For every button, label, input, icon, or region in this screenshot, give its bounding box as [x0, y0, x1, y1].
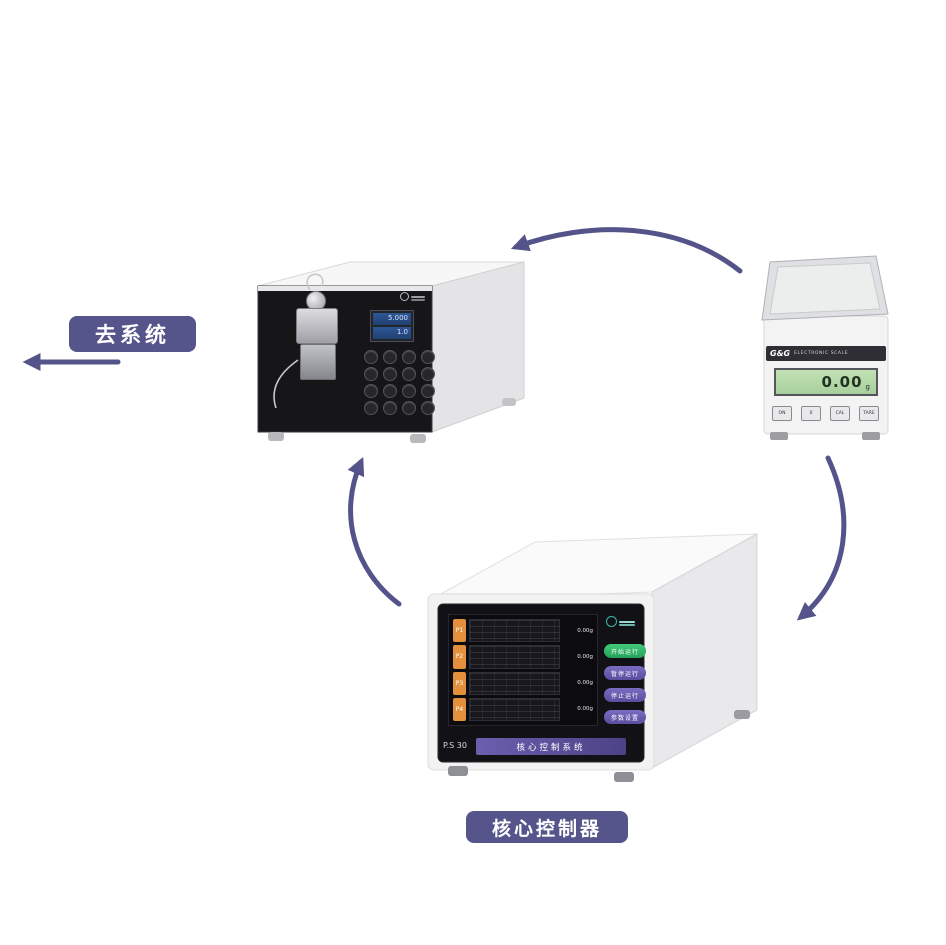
channel-tag: P4: [453, 697, 466, 721]
arrow-scale-to-controller: [796, 455, 847, 621]
scale-power-button: ON: [772, 406, 792, 421]
channel-value: 0.00g: [577, 680, 593, 687]
controller-banner: 核心控制系统: [476, 738, 626, 755]
channel-chart: [469, 671, 560, 695]
syringe-pump-device: 5.000 1.0: [252, 250, 537, 452]
scale-display-unit: g: [865, 383, 870, 391]
channel-value: 0.00g: [577, 627, 593, 634]
channel-chart: [469, 697, 560, 721]
scale-tare-button: TARE: [859, 406, 879, 421]
channel-row: P3 0.00g: [453, 671, 593, 695]
channel-value: 0.00g: [577, 653, 593, 660]
controller-logo-mark-icon: [606, 616, 617, 627]
pump-key: [402, 384, 416, 398]
scale-display-value: 0.00: [821, 373, 863, 391]
electronic-scale-device: G&G ELECTRONIC SCALE 0.00 g ON 0 CAL TAR…: [746, 246, 904, 454]
channel-row: P2 0.00g: [453, 645, 593, 669]
scale-title: ELECTRONIC SCALE: [794, 351, 849, 356]
pump-key: [364, 384, 378, 398]
controller-brand-logo-icon: [606, 616, 635, 627]
pump-head: [296, 308, 338, 344]
pump-key: [383, 367, 397, 381]
pump-key: [421, 384, 435, 398]
controller-settings-button: 参数设置: [604, 710, 646, 724]
channel-tag: P1: [453, 619, 466, 643]
channel-chart: [469, 645, 560, 669]
pump-key: [421, 350, 435, 364]
channel-row: P4 0.00g: [453, 697, 593, 721]
channel-tag: P2: [453, 645, 466, 669]
pump-keypad: [364, 350, 435, 415]
controller-logo-text-mark: [619, 620, 635, 623]
pump-key: [421, 401, 435, 415]
pump-key: [421, 367, 435, 381]
pump-logo-text-mark: [411, 295, 425, 298]
pump-tubing: [306, 273, 324, 291]
controller-stop-button: 停止运行: [604, 688, 646, 702]
arrow-scale-to-pump: [510, 227, 743, 274]
pump-display: 5.000 1.0: [370, 310, 414, 342]
pump-key: [402, 350, 416, 364]
controller-pause-button: 暂停运行: [604, 666, 646, 680]
pump-key: [383, 350, 397, 364]
channel-chart: [469, 619, 560, 643]
core-controller-device: P1 0.00g P2 0.00g P3 0.00g P4 0.00g: [418, 514, 766, 810]
channel-tag: P3: [453, 671, 466, 695]
pump-head-block: [300, 344, 336, 380]
pump-display-bottom: 1.0: [373, 327, 411, 339]
scale-zero-button: 0: [801, 406, 821, 421]
controller-model-text: P.S 30: [443, 741, 467, 750]
scale-brand-strip: G&G ELECTRONIC SCALE: [766, 346, 886, 361]
pump-display-top: 5.000: [373, 313, 411, 325]
pump-key: [402, 401, 416, 415]
channel-value: 0.00g: [577, 706, 593, 713]
pump-brand-logo-icon: [400, 292, 426, 301]
controller-touchscreen: P1 0.00g P2 0.00g P3 0.00g P4 0.00g: [448, 614, 598, 726]
pump-key: [383, 384, 397, 398]
controller-start-button: 开始运行: [604, 644, 646, 658]
controller-buttons: 开始运行 暂停运行 停止运行 参数设置: [604, 644, 646, 724]
pump-key: [364, 367, 378, 381]
pump-logo-mark-icon: [400, 292, 409, 301]
core-controller-label: 核心控制器: [466, 811, 628, 843]
pump-key: [364, 350, 378, 364]
scale-display: 0.00 g: [774, 368, 878, 396]
pump-key: [364, 401, 378, 415]
pump-key: [383, 401, 397, 415]
channel-row: P1 0.00g: [453, 619, 593, 643]
scale-brand: G&G: [770, 349, 791, 358]
scale-buttons: ON 0 CAL TARE: [772, 406, 879, 421]
pump-tubing: [273, 359, 299, 409]
arrow-controller-to-pump: [347, 457, 402, 607]
scale-cal-button: CAL: [830, 406, 850, 421]
to-system-label: 去系统: [69, 316, 196, 352]
pump-key: [402, 367, 416, 381]
